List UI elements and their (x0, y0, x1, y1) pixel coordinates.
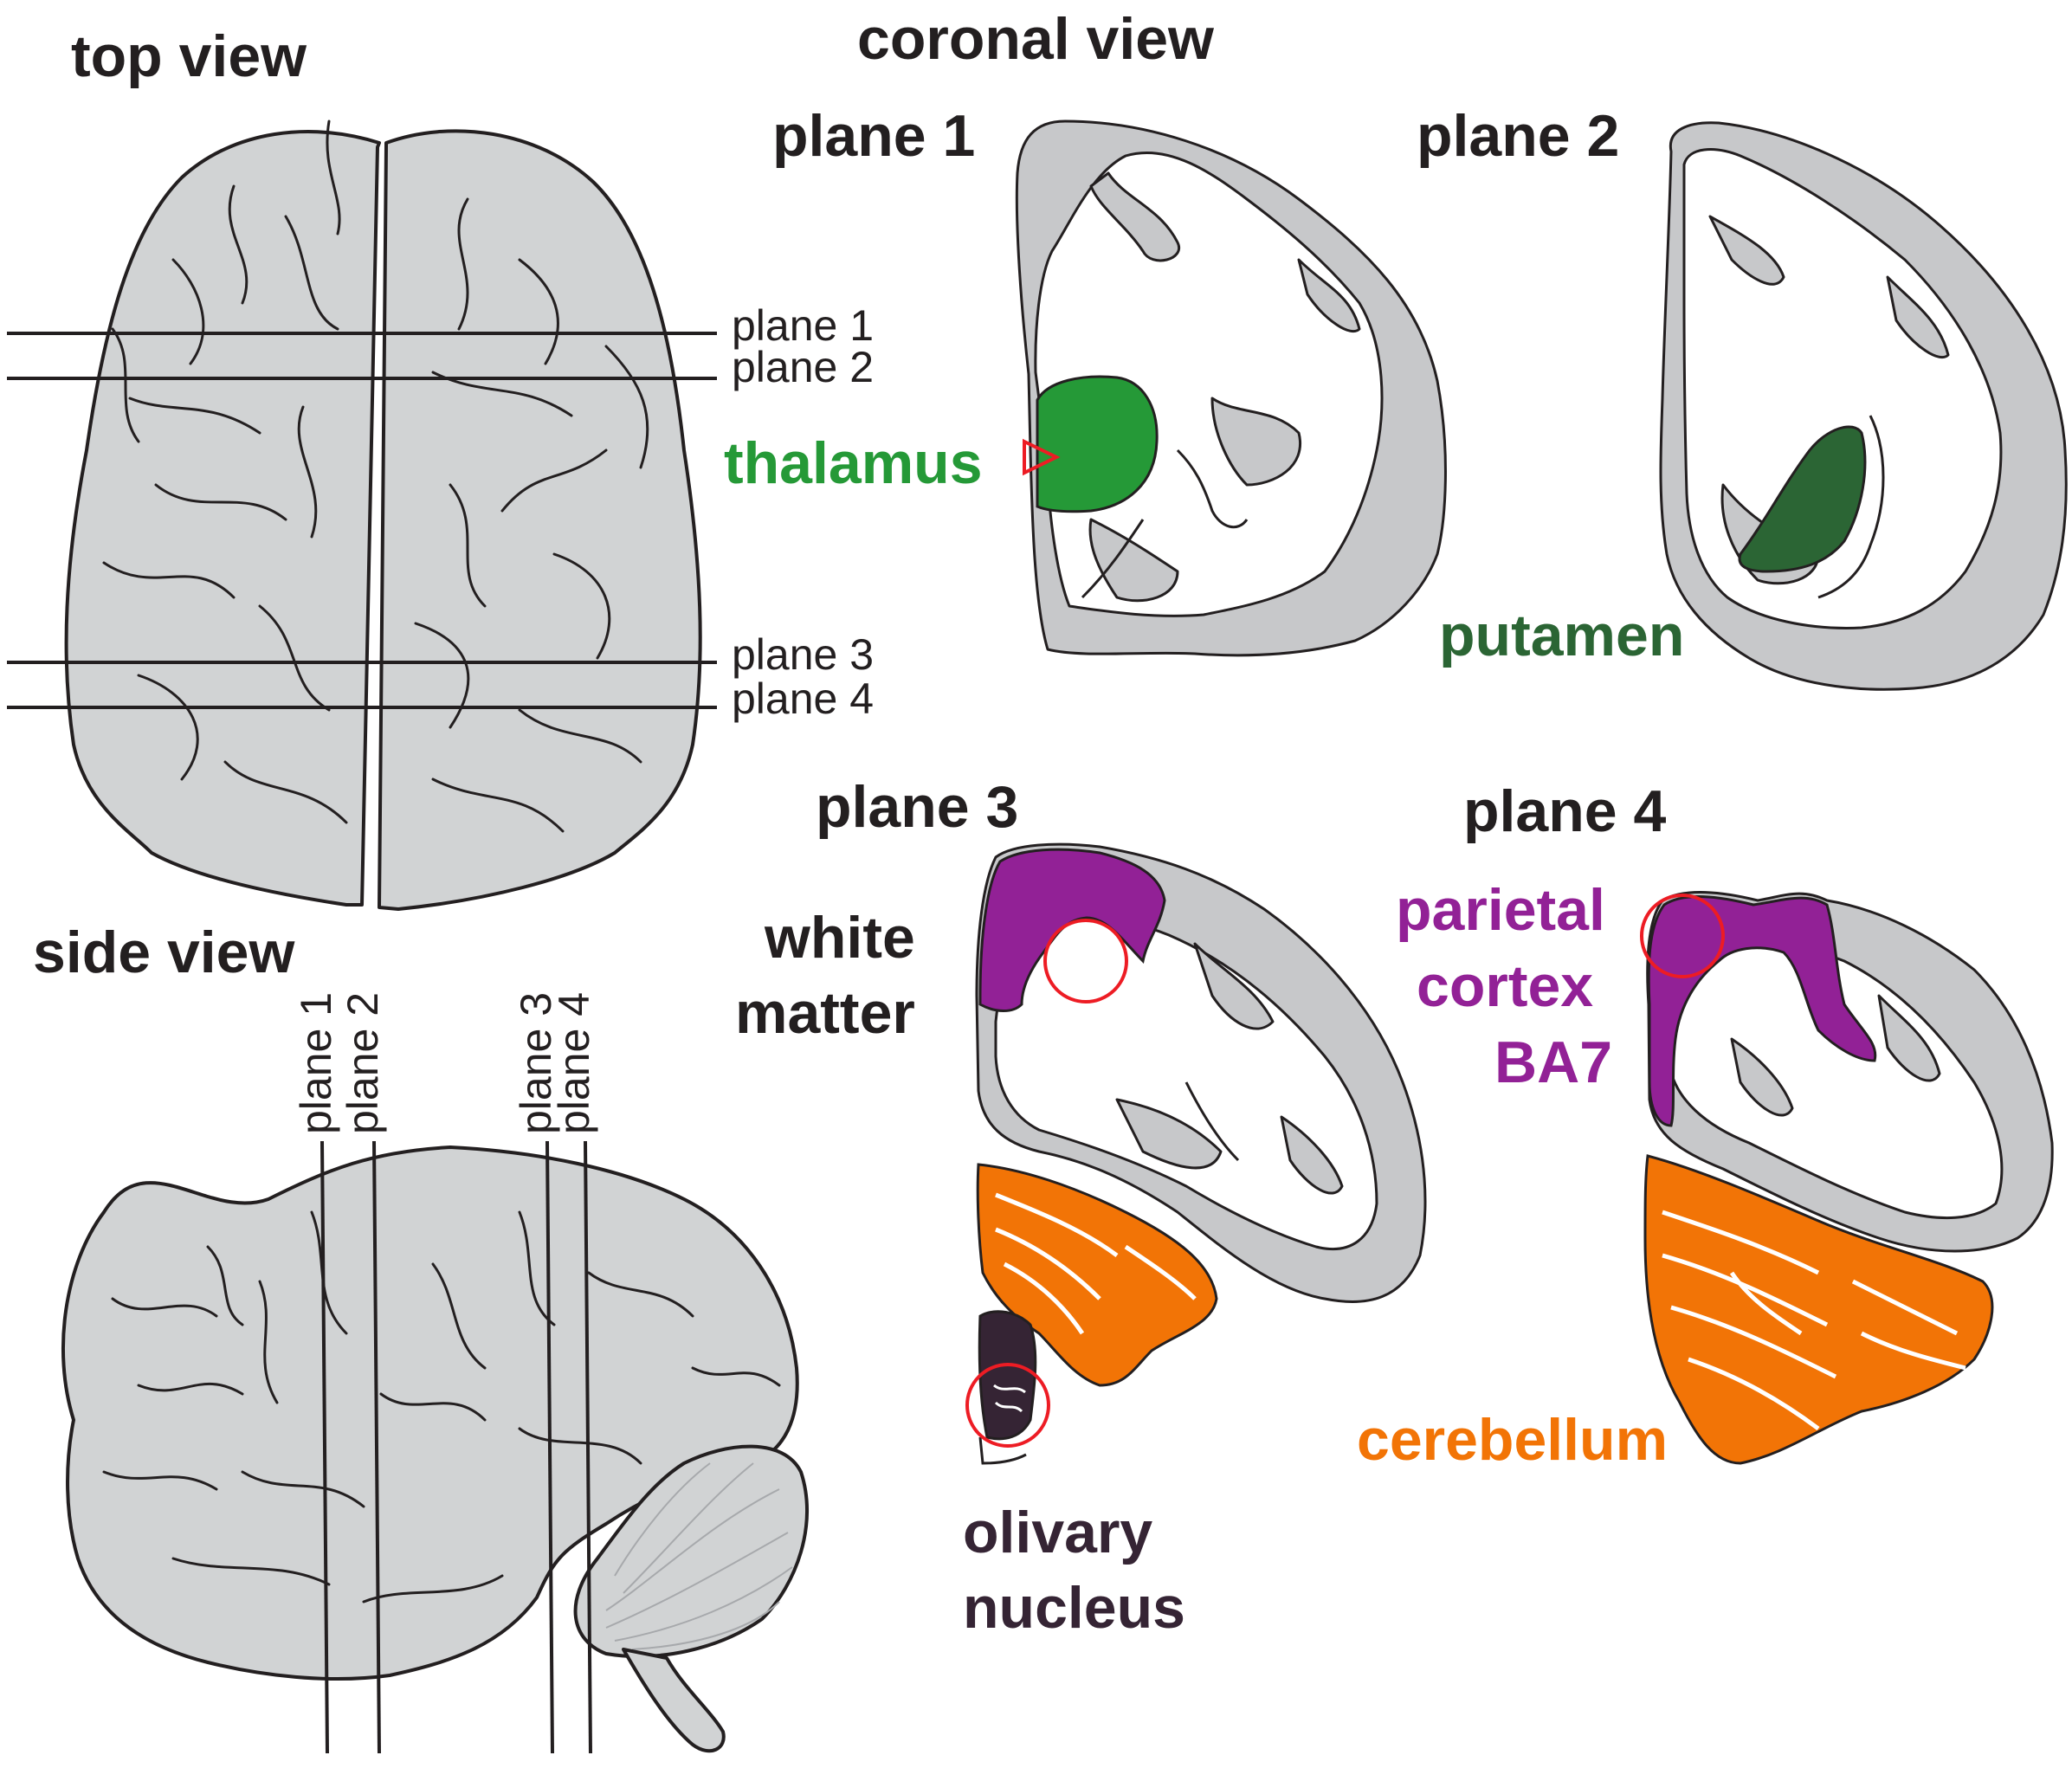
side-view-plane-lines: plane 1 plane 2 plane 3 plane 4 (292, 992, 598, 1754)
olivary-label-line1: olivary (963, 1500, 1152, 1565)
plane1-ventricle-line (1081, 448, 1249, 599)
top-plane-1-label: plane 1 (732, 301, 874, 350)
plane4-section (1640, 891, 2054, 1465)
parietal-label-line2: cortex (1417, 953, 1593, 1019)
top-view-plane-lines: plane 1 plane 2 plane 3 plane 4 (7, 301, 874, 723)
plane2-section (1659, 121, 2068, 691)
plane1-section (1015, 119, 1447, 657)
right-hemisphere-top (378, 129, 702, 911)
left-hemisphere-top (64, 130, 381, 907)
side-plane-3-label: plane 3 (512, 992, 560, 1134)
plane4-gyrus-folds (1730, 994, 1941, 1117)
top-view-heading: top view (71, 23, 307, 89)
thalamus-marker-triangle (1023, 438, 1061, 476)
olivary-marker-circle (965, 1363, 1050, 1448)
cerebellum-region-plane4 (1643, 1154, 1994, 1465)
top-plane-3-label: plane 3 (732, 630, 874, 679)
plane4-cerebellum-folia (1662, 1210, 1966, 1431)
plane2-white-matter (1682, 148, 2003, 629)
side-plane-4-label: plane 4 (550, 992, 598, 1134)
olivary-label-line2: nucleus (963, 1575, 1185, 1641)
plane3-cerebellum-folia (995, 1192, 1197, 1335)
top-plane-4-label: plane 4 (732, 674, 874, 723)
cerebellum-region-plane3 (976, 1163, 1218, 1387)
side-brainstem (622, 1648, 726, 1753)
coronal-view-heading: coronal view (857, 6, 1215, 72)
side-plane-4-line (584, 1140, 592, 1754)
white-matter-label-line1: white (764, 905, 915, 971)
side-plane-2-label: plane 2 (339, 992, 387, 1134)
side-view-sulci (102, 1210, 781, 1604)
olivary-folds (993, 1384, 1026, 1413)
side-view-heading: side view (33, 920, 295, 985)
top-view-brain (64, 119, 702, 911)
side-cortex (61, 1145, 799, 1681)
plane3-ventricle-line (1184, 1081, 1240, 1162)
side-plane-1-label: plane 1 (292, 992, 340, 1134)
side-cerebellum-folia (605, 1462, 793, 1650)
plane3-section (965, 842, 1427, 1465)
plane2-section-title: plane 2 (1417, 103, 1619, 169)
thalamus-label: thalamus (724, 430, 983, 496)
parietal-region-plane4 (1647, 895, 1877, 1127)
plane1-section-title: plane 1 (772, 103, 975, 169)
top-plane-2-label: plane 2 (732, 343, 874, 391)
side-cerebellum (573, 1444, 809, 1659)
cerebellum-label: cerebellum (1357, 1407, 1668, 1473)
olivary-nucleus-region (978, 1310, 1037, 1441)
white-matter-marker-circle (1043, 919, 1128, 1003)
plane2-capsule-line (1817, 415, 1885, 599)
side-plane-1-line (320, 1140, 329, 1754)
parietal-label-line1: parietal (1396, 877, 1605, 943)
white-matter-label-line2: matter (735, 980, 915, 1046)
parietal-marker-circle (1640, 894, 1725, 978)
plane3-section-title: plane 3 (816, 774, 1018, 840)
putamen-label: putamen (1439, 603, 1684, 668)
parietal-label-line3: BA7 (1494, 1029, 1612, 1095)
plane4-section-title: plane 4 (1463, 778, 1666, 844)
plane3-brainstem-outline (978, 1436, 1027, 1465)
side-view-brain (61, 1145, 809, 1753)
plane3-gyrus-folds (1115, 942, 1344, 1195)
side-plane-2-line (372, 1140, 381, 1754)
putamen-region (1738, 425, 1867, 573)
thalamus-region (1036, 375, 1159, 513)
parietal-region-plane3 (978, 848, 1166, 1012)
side-plane-3-line (545, 1140, 554, 1754)
